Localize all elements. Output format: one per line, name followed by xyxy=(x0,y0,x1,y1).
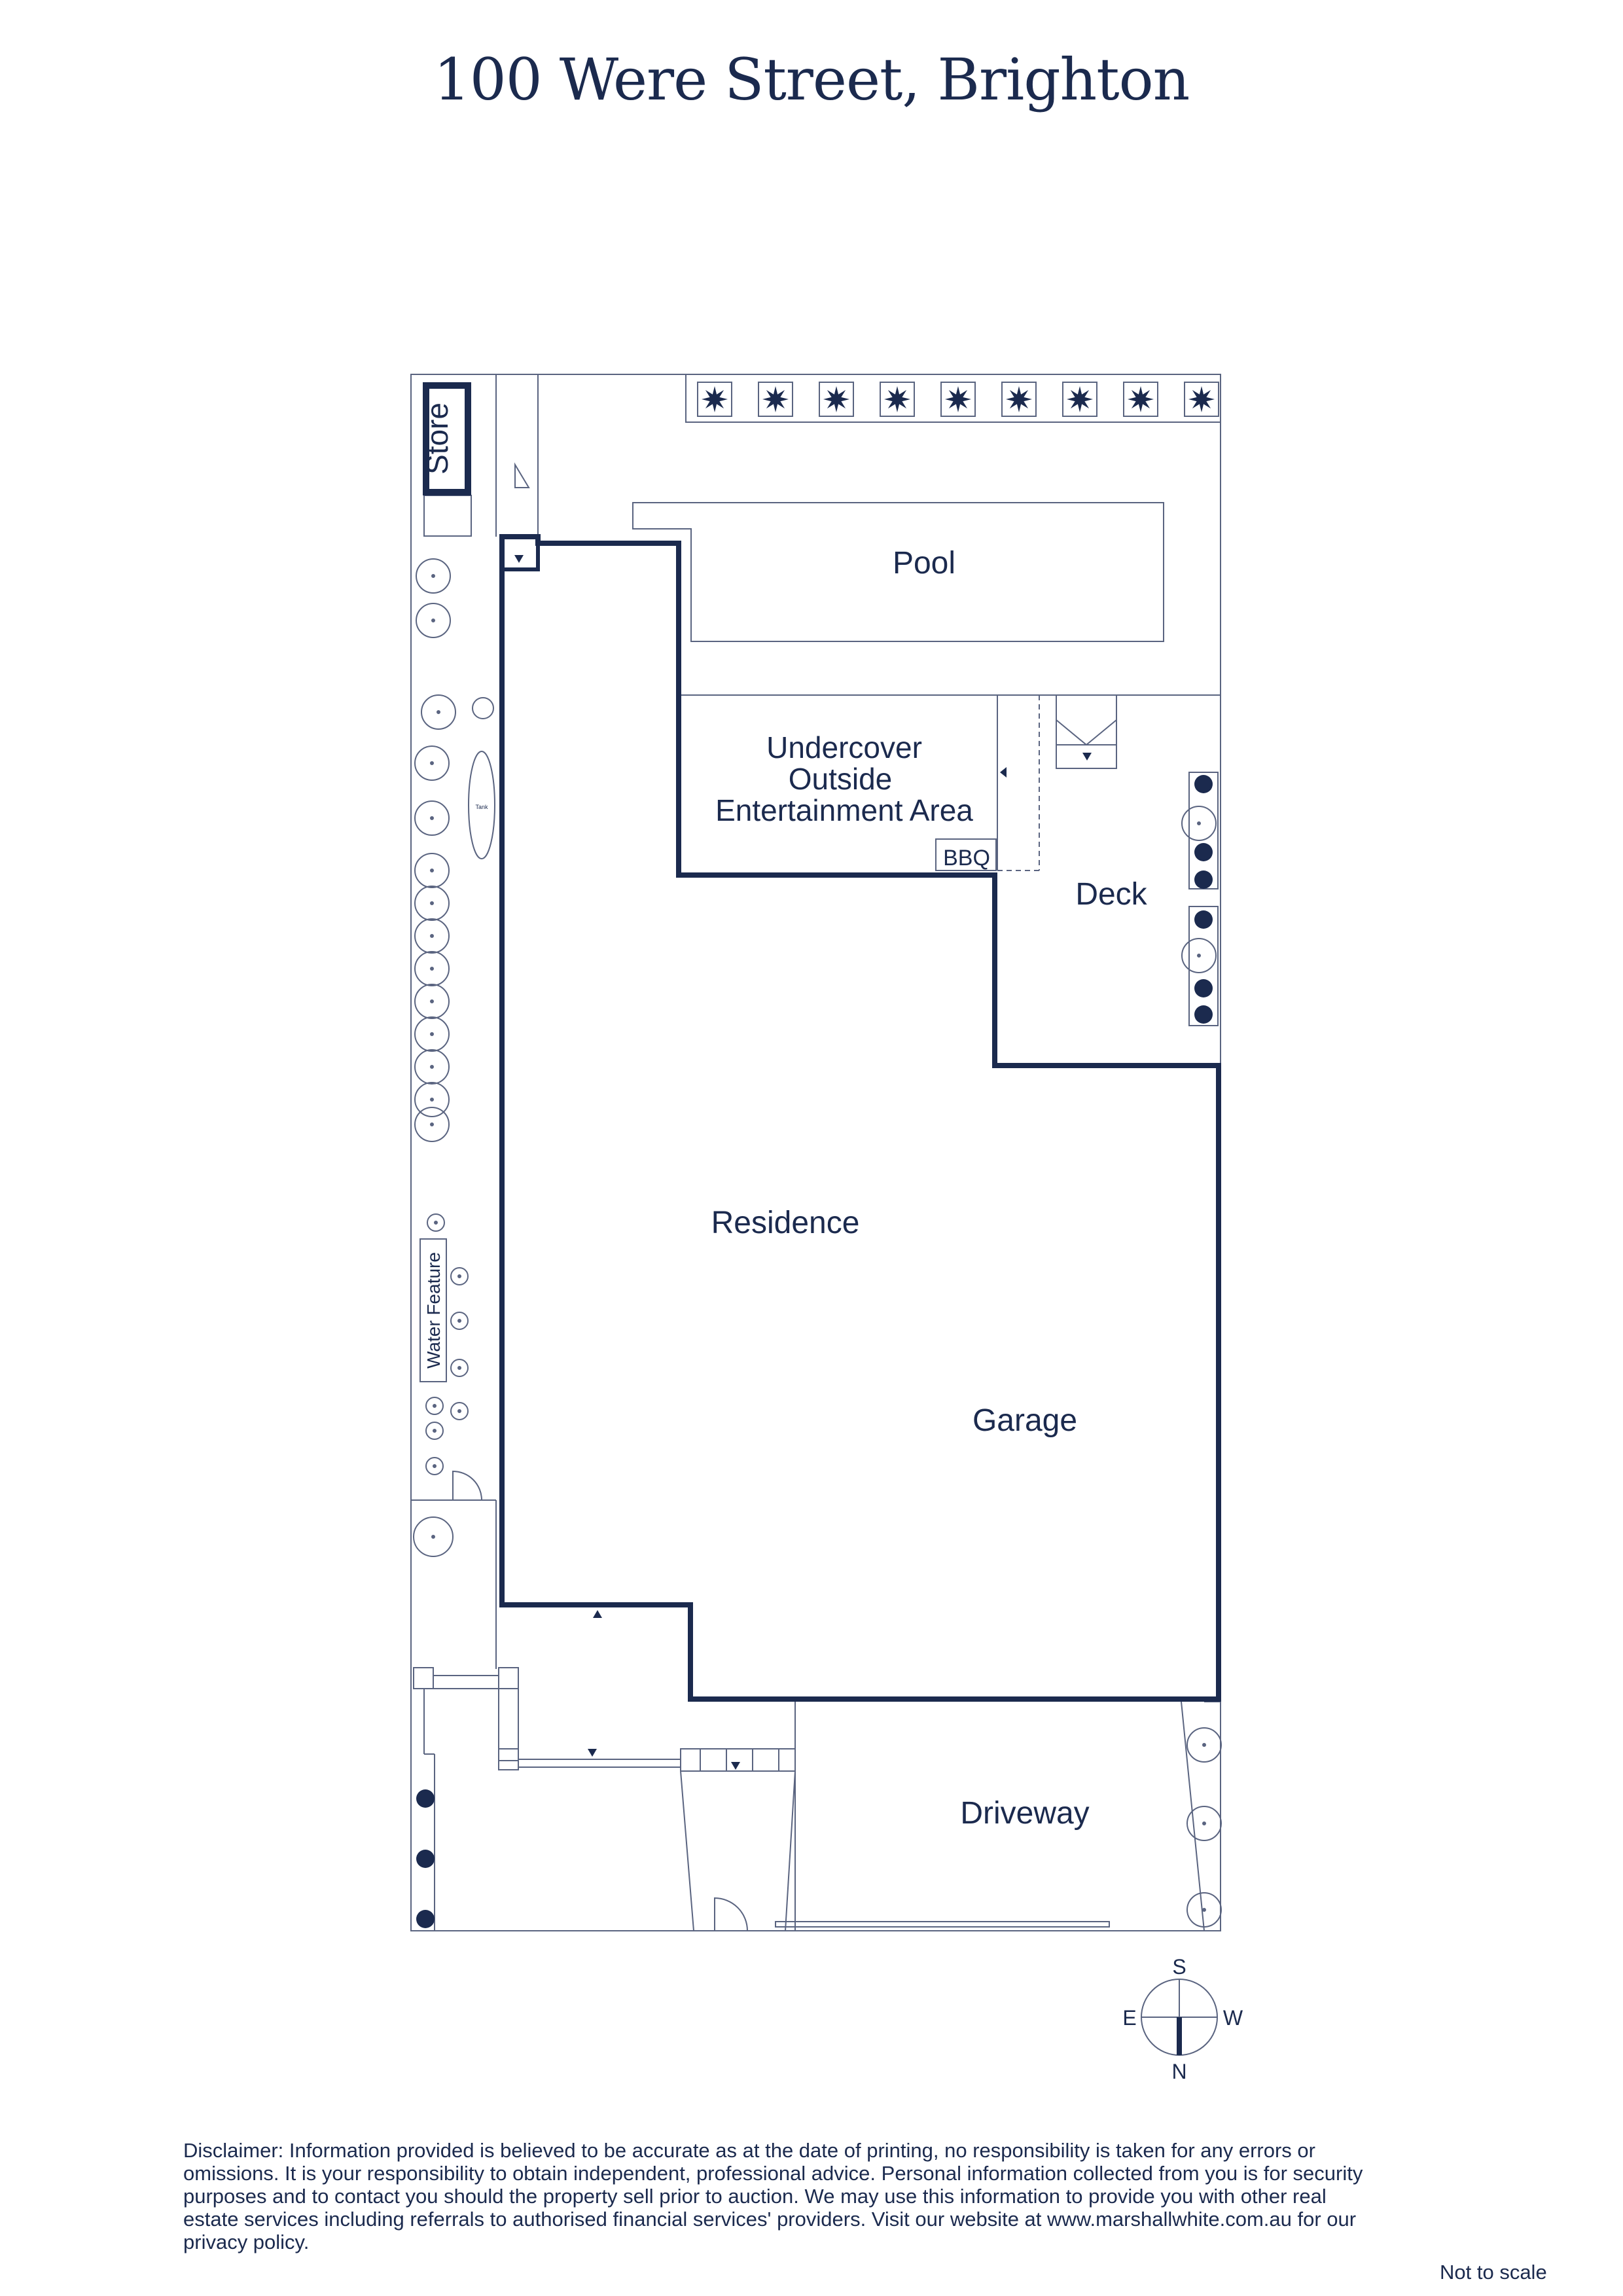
residence-label: Residence xyxy=(711,1206,860,1240)
tree-icon xyxy=(413,1516,454,1557)
tree-icon xyxy=(416,603,451,638)
garage-label: Garage xyxy=(972,1403,1077,1438)
tree-icon xyxy=(1186,1727,1222,1763)
driveway-label: Driveway xyxy=(960,1796,1089,1831)
shrub-icon xyxy=(697,382,732,417)
shrub-icon xyxy=(1062,382,1097,417)
bush-icon xyxy=(1194,979,1213,997)
tree-icon xyxy=(427,1213,445,1232)
tree-icon xyxy=(425,1422,444,1440)
shrub-icon xyxy=(1184,382,1219,417)
tree-icon xyxy=(414,1049,450,1085)
tree-icon xyxy=(1181,806,1217,841)
store-label: Store xyxy=(420,403,454,475)
pool-label: Pool xyxy=(893,546,955,581)
shrub-icon xyxy=(758,382,793,417)
store-outline xyxy=(423,382,471,495)
water-feature-label: Water Feature xyxy=(423,1252,444,1369)
store-base xyxy=(423,495,472,537)
tree-icon xyxy=(414,800,450,836)
tree-icon xyxy=(414,886,450,921)
bush-icon xyxy=(1194,910,1213,929)
tree-icon xyxy=(450,1359,469,1377)
bush-icon xyxy=(1194,870,1213,889)
tree-icon xyxy=(414,1082,450,1117)
tree-icon xyxy=(1186,1892,1222,1928)
tree-icon xyxy=(414,951,450,986)
compass: S E W N xyxy=(1122,1955,1243,2083)
compass-w: W xyxy=(1223,2006,1243,2030)
tree-icon xyxy=(414,1016,450,1052)
tree-icon xyxy=(414,984,450,1019)
tree-icon xyxy=(1186,1806,1222,1841)
tree-icon xyxy=(450,1402,469,1420)
bush-icon xyxy=(1194,1005,1213,1024)
bush-icon xyxy=(416,1789,435,1808)
bush-icon xyxy=(1194,843,1213,861)
page-title: 100 Were Street, Brighton xyxy=(433,46,1190,113)
compass-e: E xyxy=(1122,2006,1136,2030)
shrub-icon xyxy=(1001,382,1037,417)
shrub-icon xyxy=(880,382,915,417)
tree-icon xyxy=(425,1457,444,1475)
tree-icon xyxy=(414,745,450,781)
residence-outline xyxy=(499,534,1221,1702)
tree-icon xyxy=(416,558,451,594)
tank-label: Tank xyxy=(475,804,488,810)
undercover-label-3: Entertainment Area xyxy=(715,793,973,827)
shrub-icon xyxy=(940,382,976,417)
tree-icon xyxy=(450,1267,469,1285)
tree-icon xyxy=(414,918,450,954)
undercover-label-1: Undercover xyxy=(766,730,922,764)
tree-icon xyxy=(450,1312,469,1330)
deck-label: Deck xyxy=(1075,877,1147,912)
shrub-icon xyxy=(819,382,854,417)
tree-icon xyxy=(425,1397,444,1415)
bush-icon xyxy=(1194,775,1213,793)
bush-icon xyxy=(416,1910,435,1928)
undercover-label-2: Outside xyxy=(789,762,893,796)
tree-icon xyxy=(421,694,456,730)
tree-icon xyxy=(414,1107,450,1142)
not-to-scale-note: Not to scale xyxy=(1440,2261,1547,2284)
disclaimer-text: Disclaimer: Information provided is beli… xyxy=(183,2139,1363,2253)
compass-n: N xyxy=(1171,2060,1186,2083)
bush-icon xyxy=(416,1850,435,1868)
compass-s: S xyxy=(1172,1955,1186,1979)
shrub-icon xyxy=(1123,382,1158,417)
tree-icon xyxy=(414,853,450,888)
bbq-label: BBQ xyxy=(943,846,990,870)
tree-icon xyxy=(1181,938,1217,973)
pool-outline xyxy=(632,502,1164,642)
